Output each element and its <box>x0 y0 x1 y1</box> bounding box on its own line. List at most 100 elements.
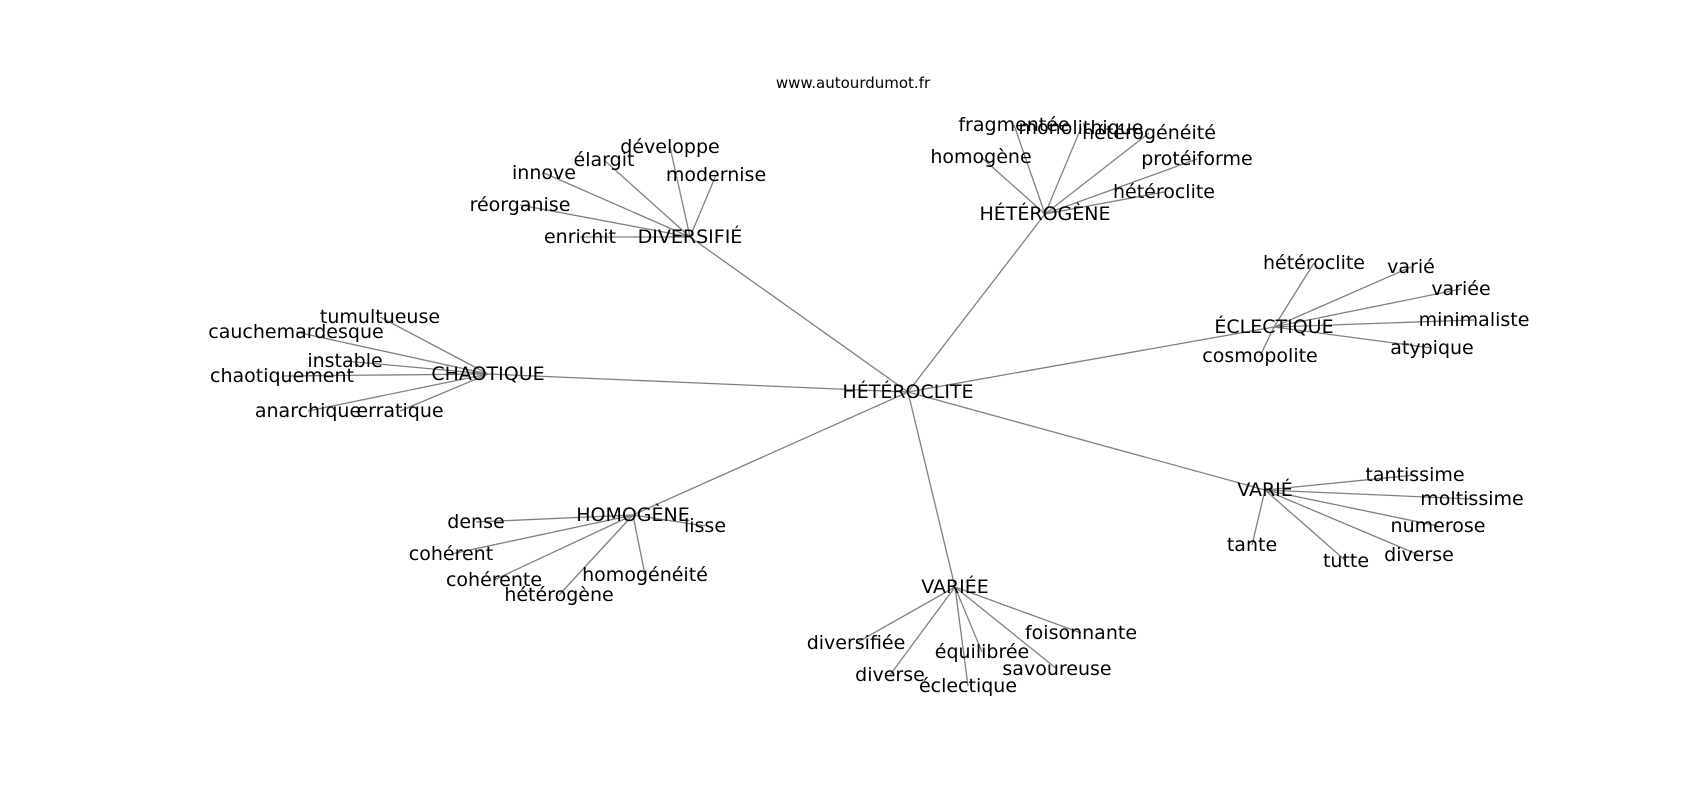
edge-variee-foisonnante <box>954 586 1082 634</box>
edge-chaotique-cauchemardesque <box>295 331 489 375</box>
leaf-node-cauchemardesque[interactable]: cauchemardesque <box>208 321 383 343</box>
leaf-node-enrichit[interactable]: enrichit <box>544 226 616 248</box>
edge-eclectique-cosmopolite <box>1259 326 1275 357</box>
leaf-node-coherent[interactable]: cohérent <box>409 543 493 565</box>
leaf-node-minimaliste[interactable]: minimaliste <box>1419 309 1530 331</box>
edge-variee-diverse <box>889 586 956 676</box>
leaf-node-variee[interactable]: variée <box>1431 278 1490 300</box>
leaf-node-fragmentee[interactable]: fragmentée <box>958 114 1069 136</box>
edge-heterogene-proteiforme <box>1044 158 1198 215</box>
edge-variee-equilibree <box>954 586 983 653</box>
edge-variee-savoureuse <box>954 586 1058 670</box>
edge-homogene-lisse <box>632 514 706 527</box>
edge-heterogene-heterogeneite <box>1044 132 1150 215</box>
leaf-node-equilibree[interactable]: équilibrée <box>935 641 1029 663</box>
graph-edges <box>281 124 1475 687</box>
leaf-node-tantissime[interactable]: tantissime <box>1365 464 1464 486</box>
leaf-node-instable[interactable]: instable <box>307 350 382 372</box>
leaf-node-developpe[interactable]: développe <box>620 136 719 158</box>
leaf-node-monolithique[interactable]: monolithique <box>1019 117 1144 139</box>
leaf-node-homogene[interactable]: homogène <box>930 146 1031 168</box>
edge-chaotique-erratique <box>399 373 489 412</box>
leaf-node-chaotiquement[interactable]: chaotiquement <box>210 365 354 387</box>
leaf-node-modernise[interactable]: modernise <box>666 164 766 186</box>
edge-eclectique-heteroclite <box>1273 262 1315 328</box>
edge-chaotique-chaotiquement <box>281 373 489 377</box>
leaf-node-dense[interactable]: dense <box>447 511 504 533</box>
cluster-node-homogene[interactable]: HOMOGÈNE <box>576 503 690 526</box>
edge-homogene-coherent <box>450 514 634 555</box>
edge-center-eclectique <box>907 326 1275 393</box>
edge-eclectique-atypique <box>1273 326 1433 349</box>
leaf-node-homogeneite[interactable]: homogénéité <box>582 564 708 586</box>
leaf-node-tumultueuse[interactable]: tumultueuse <box>320 306 440 328</box>
leaf-node-atypique[interactable]: atypique <box>1390 337 1473 359</box>
leaf-node-numerose[interactable]: numerose <box>1391 515 1486 537</box>
leaf-node-elargit[interactable]: élargit <box>574 149 635 171</box>
leaf-node-eclectique[interactable]: éclectique <box>919 675 1017 697</box>
cluster-node-eclectique[interactable]: ÉCLECTIQUE <box>1214 315 1333 338</box>
edge-homogene-homogeneite <box>632 514 646 576</box>
leaf-node-tante[interactable]: tante <box>1227 534 1277 556</box>
leaf-node-heterogeneite[interactable]: hétérogénéité <box>1082 122 1216 144</box>
edge-varie-tantissime <box>1264 474 1416 491</box>
leaf-node-varie[interactable]: varié <box>1387 256 1435 278</box>
edge-heterogene-heteroclite <box>1044 191 1165 215</box>
edge-diversifie-developpe <box>669 146 691 238</box>
edge-heterogene-homogene <box>980 156 1046 215</box>
site-url[interactable]: www.autourdumot.fr <box>776 74 931 92</box>
edge-diversifie-innove <box>543 172 691 238</box>
leaf-node-diverse[interactable]: diverse <box>1384 544 1454 566</box>
leaf-node-savoureuse[interactable]: savoureuse <box>1002 658 1111 680</box>
leaf-node-cosmopolite[interactable]: cosmopolite <box>1202 345 1317 367</box>
edge-varie-moltissime <box>1264 489 1473 500</box>
leaf-node-lisse[interactable]: lisse <box>684 515 726 537</box>
cluster-node-diversifie[interactable]: DIVERSIFIÉ <box>638 225 743 248</box>
edge-diversifie-reorganise <box>519 204 691 238</box>
edge-varie-numerose <box>1264 489 1439 527</box>
edge-heterogene-fragmentee <box>1013 124 1046 215</box>
cluster-node-variee[interactable]: VARIÉE <box>921 575 989 598</box>
edge-center-diversifie <box>689 236 909 393</box>
edge-center-chaotique <box>487 373 909 393</box>
leaf-node-proteiforme[interactable]: protéiforme <box>1141 148 1253 170</box>
edge-chaotique-tumultueuse <box>379 316 489 375</box>
cluster-node-varie[interactable]: VARIÉ <box>1237 478 1293 501</box>
leaf-node-moltissime[interactable]: moltissime <box>1420 488 1523 510</box>
edge-heterogene-monolithique <box>1044 127 1082 215</box>
edge-homogene-dense <box>475 514 634 523</box>
edge-eclectique-minimaliste <box>1273 319 1475 328</box>
graph-labels: www.autourdumot.fr HÉTÉROCLITE DIVERSIFIÉ… <box>208 74 1529 697</box>
edge-diversifie-elargit <box>603 159 691 238</box>
edge-homogene-heterogene <box>558 514 634 596</box>
edge-eclectique-varie <box>1273 266 1412 328</box>
cluster-node-heterogene[interactable]: HÉTÉROGÈNE <box>979 202 1110 225</box>
edge-variee-eclectique <box>954 586 969 687</box>
leaf-node-diverse[interactable]: diverse <box>855 664 925 686</box>
leaf-node-heteroclite[interactable]: hétéroclite <box>1263 252 1365 274</box>
leaf-node-heteroclite[interactable]: hétéroclite <box>1113 181 1215 203</box>
edge-center-varie <box>907 391 1266 491</box>
leaf-node-coherente[interactable]: cohérente <box>446 569 542 591</box>
leaf-node-diversifiee[interactable]: diversifiée <box>807 632 906 654</box>
edge-center-heterogene <box>907 213 1046 393</box>
edge-varie-tutte <box>1264 489 1347 562</box>
edge-homogene-coherente <box>493 514 634 581</box>
edge-variee-diversifiee <box>855 586 956 644</box>
leaf-node-heterogene[interactable]: hétérogène <box>504 584 613 606</box>
leaf-node-foisonnante[interactable]: foisonnante <box>1025 622 1137 644</box>
leaf-node-reorganise[interactable]: réorganise <box>470 194 571 216</box>
leaf-node-anarchique[interactable]: anarchique <box>255 400 361 422</box>
edge-center-variee <box>907 391 956 588</box>
edge-chaotique-instable <box>344 360 489 375</box>
edge-eclectique-variee <box>1273 288 1462 328</box>
cluster-node-chaotique[interactable]: CHAOTIQUE <box>431 363 544 385</box>
center-node[interactable]: HÉTÉROCLITE <box>842 380 973 403</box>
edge-varie-tante <box>1251 489 1266 546</box>
leaf-node-erratique[interactable]: erratique <box>356 400 443 422</box>
leaf-node-innove[interactable]: innove <box>512 162 576 184</box>
leaf-node-tutte[interactable]: tutte <box>1323 550 1369 572</box>
edge-chaotique-anarchique <box>307 373 489 412</box>
edge-center-homogene <box>632 391 909 516</box>
